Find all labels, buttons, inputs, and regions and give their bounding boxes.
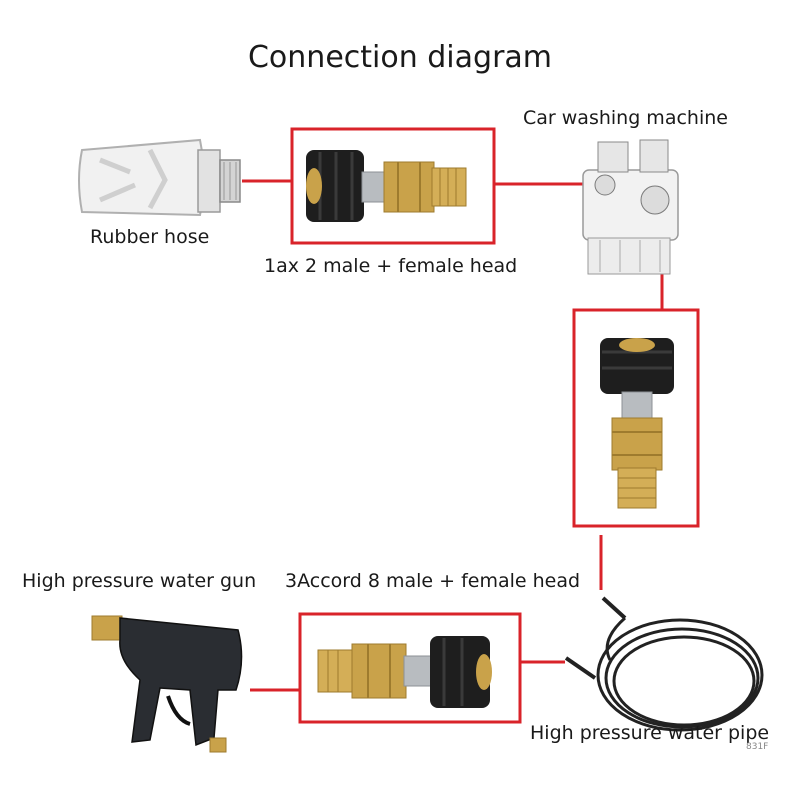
adapter-3-label: 3Accord 8 male + female head: [285, 570, 581, 592]
adapter-1-label: 1ax 2 male + female head: [264, 255, 518, 277]
rubber-hose-label: Rubber hose: [90, 226, 210, 248]
rubber-hose-image: [78, 138, 241, 217]
water-gun-label: High pressure water gun: [22, 570, 257, 592]
adapter-3-frame: [298, 612, 522, 724]
water-gun-image: [91, 615, 243, 753]
adapter-3-image: [317, 636, 492, 708]
car-washing-machine-image: [582, 139, 679, 275]
diagram-title: Connection diagram: [247, 40, 553, 75]
adapter-2-image: [600, 338, 674, 509]
car-washing-machine-label: Car washing machine: [523, 107, 728, 129]
adapter-1-image: [306, 150, 467, 222]
water-pipe-image: [564, 596, 764, 732]
adapter-2-frame: [572, 308, 700, 528]
watermark: 831F: [746, 742, 769, 752]
adapter-1-frame: [290, 127, 496, 245]
connector-lines: [242, 179, 664, 692]
water-pipe-label: High pressure water pipe: [530, 722, 770, 744]
